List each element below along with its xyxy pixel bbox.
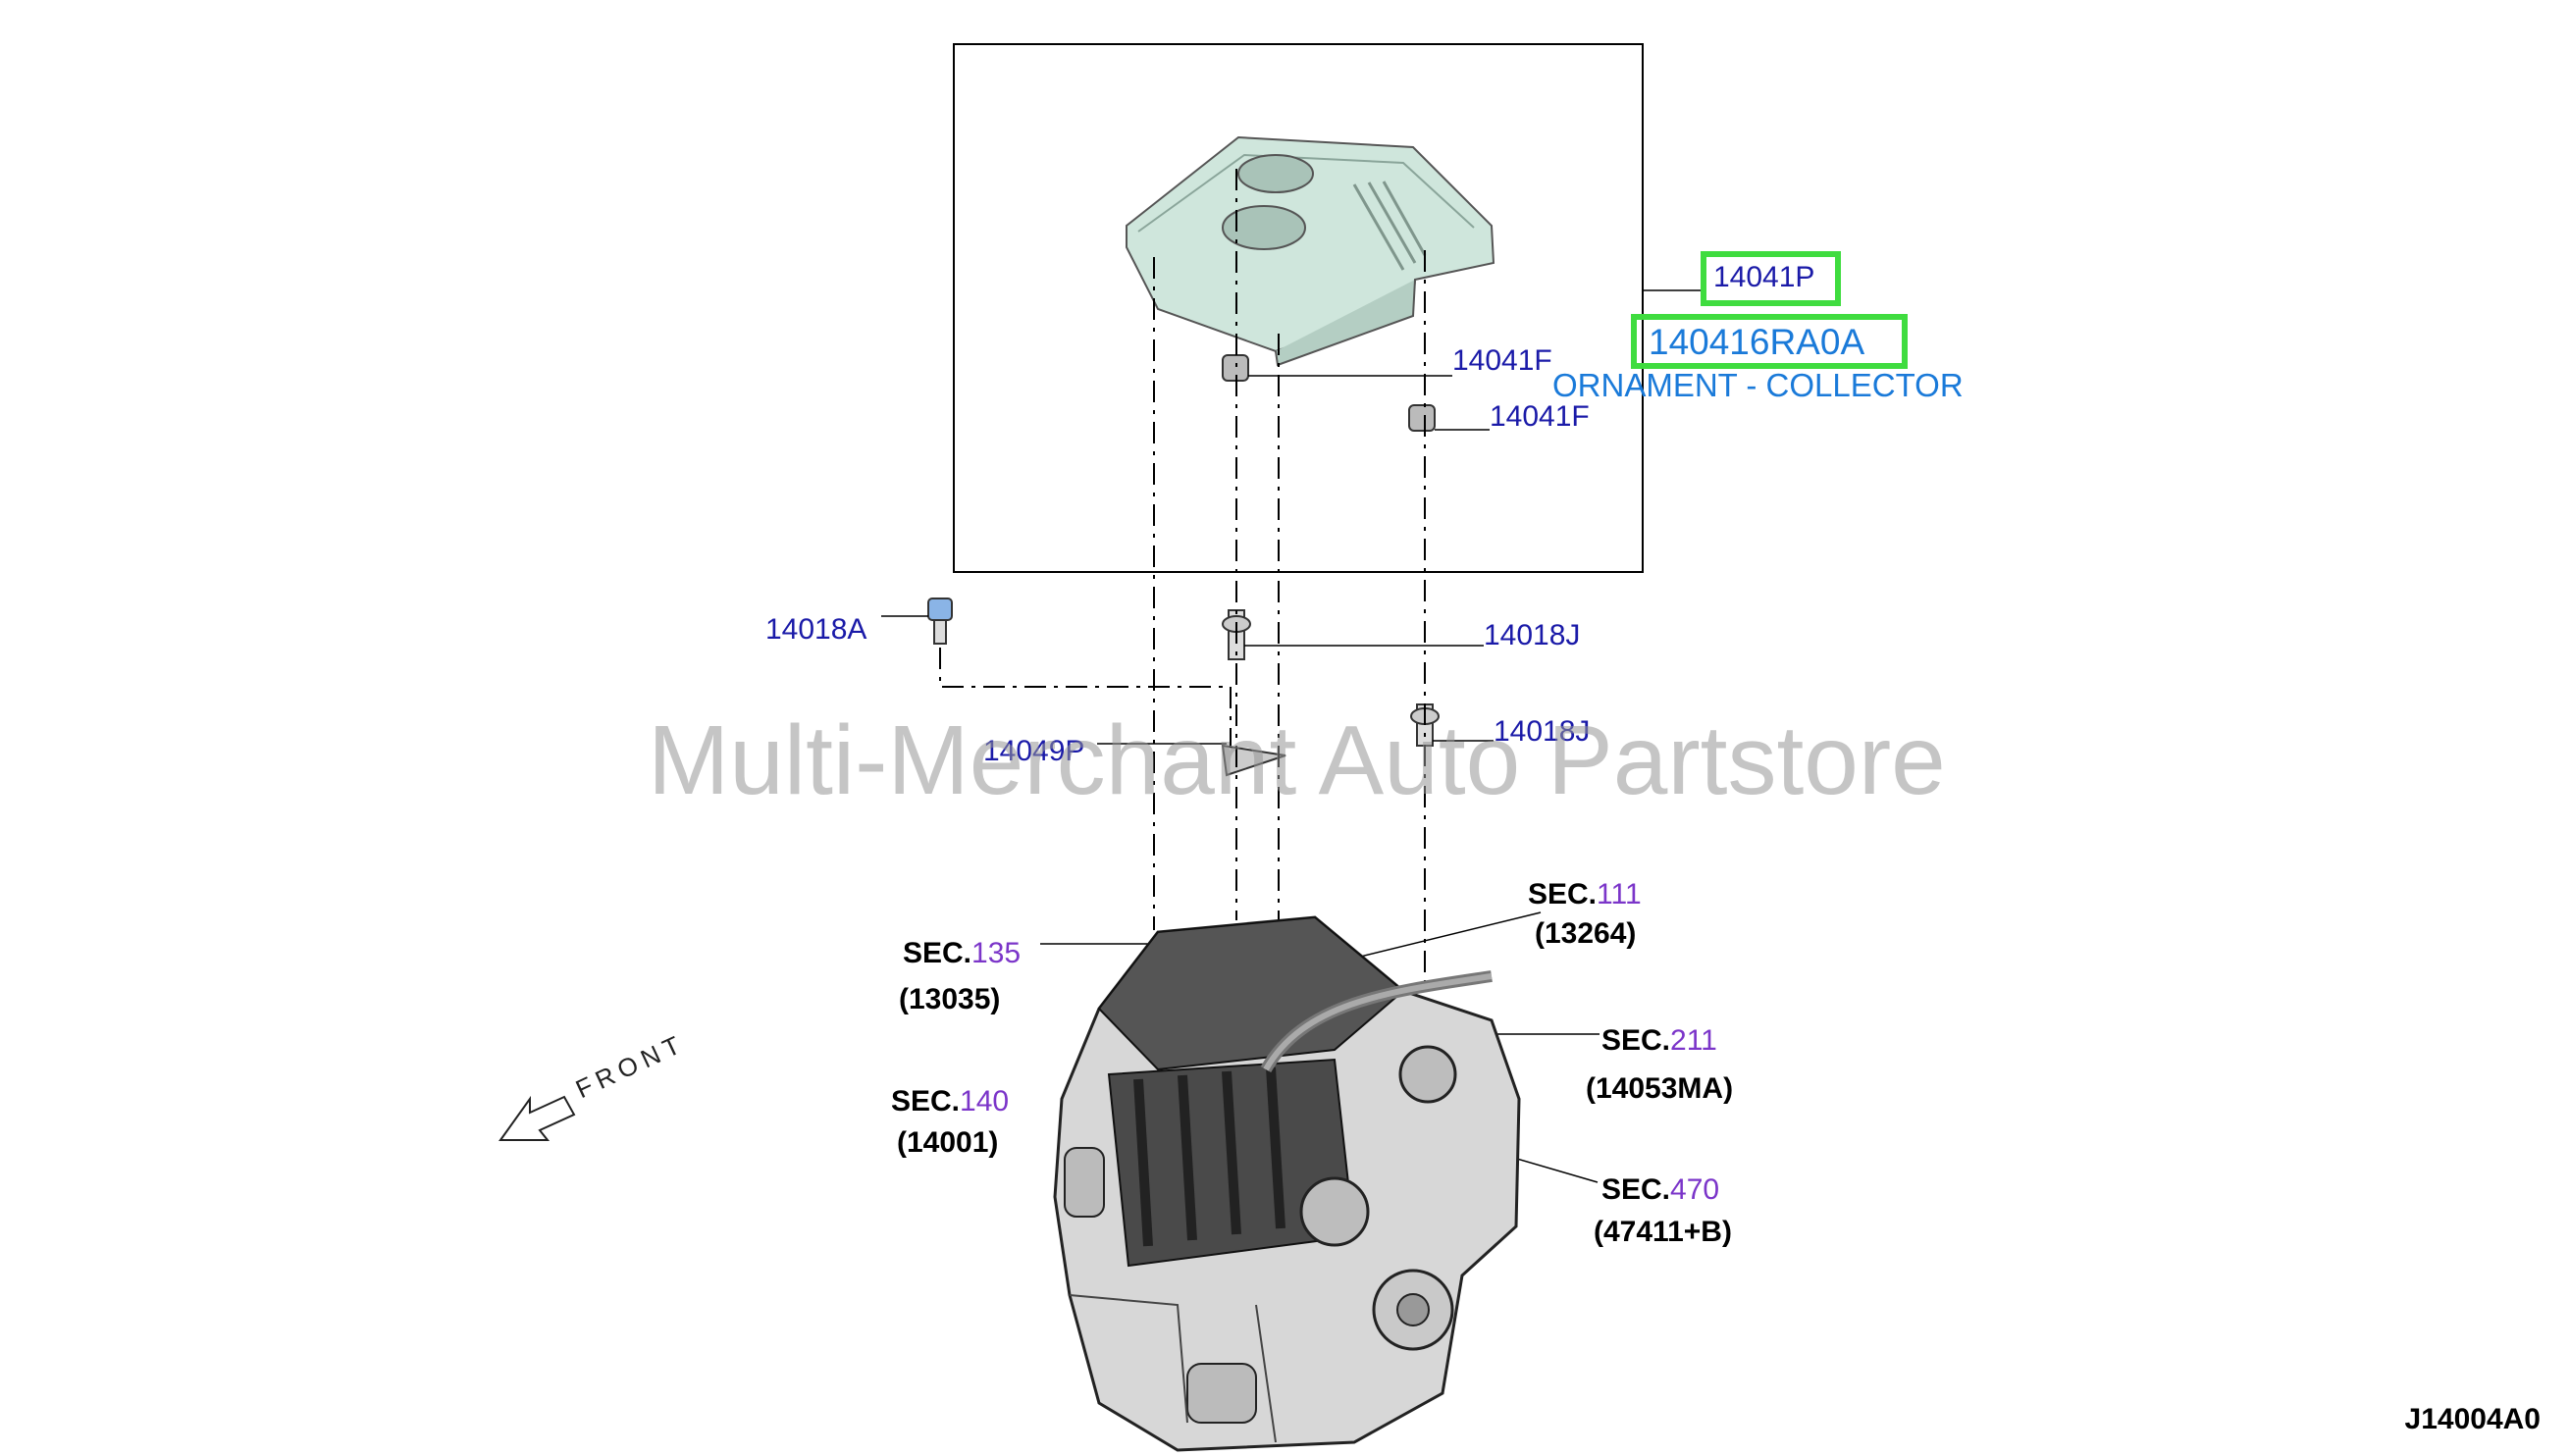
section-code-14053ma: (14053MA) — [1586, 1072, 1734, 1105]
diagram-code: J14004A0 — [2404, 1403, 2541, 1435]
part-label-14018j-lower[interactable]: 14018J — [1494, 715, 1591, 748]
section-link-111[interactable]: 111 — [1597, 878, 1642, 910]
watermark: Multi-Merchant Auto Partstore — [648, 705, 1946, 815]
part-label-14018a[interactable]: 14018A — [765, 613, 867, 646]
cover-group-box — [953, 43, 1644, 573]
section-ref-111: SEC.111 — [1528, 878, 1642, 910]
section-link-470[interactable]: 470 — [1670, 1173, 1720, 1206]
section-code-47411b: (47411+B) — [1594, 1216, 1732, 1248]
part-label-14018j-upper[interactable]: 14018J — [1484, 619, 1581, 651]
section-code-14001: (14001) — [897, 1126, 999, 1159]
engine-cover[interactable] — [1126, 135, 1495, 367]
part-label-140416ra0a[interactable]: 140416RA0A — [1649, 322, 1865, 362]
section-code-13035: (13035) — [899, 983, 1001, 1015]
section-ref-211: SEC.211 — [1601, 1024, 1717, 1057]
part-label-14041p[interactable]: 14041P — [1713, 261, 1815, 293]
part-label-14049p[interactable]: 14049P — [983, 735, 1085, 767]
part-label-14041f-upper[interactable]: 14041F — [1452, 344, 1552, 377]
section-link-135[interactable]: 135 — [971, 937, 1022, 969]
section-ref-470: SEC.470 — [1601, 1173, 1720, 1206]
highlight-box-14041p — [1701, 251, 1841, 306]
bracket-14049p[interactable] — [1221, 744, 1286, 777]
front-direction-arrow — [498, 1095, 576, 1141]
part-description: ORNAMENT - COLLECTOR — [1552, 367, 1964, 403]
engine-block[interactable] — [1053, 915, 1521, 1452]
section-ref-135: SEC.135 — [903, 937, 1022, 969]
section-code-13264: (13264) — [1535, 917, 1637, 950]
grommet-14041f-lower[interactable] — [1408, 404, 1436, 432]
section-link-140[interactable]: 140 — [960, 1085, 1010, 1118]
section-link-211[interactable]: 211 — [1670, 1024, 1717, 1057]
part-label-14041f-lower[interactable]: 14041F — [1490, 400, 1590, 433]
section-ref-140: SEC.140 — [891, 1085, 1010, 1118]
assembly-center-lines — [939, 169, 1426, 981]
highlight-box-140416ra0a — [1631, 314, 1908, 369]
bolt-14018a[interactable] — [927, 598, 953, 645]
